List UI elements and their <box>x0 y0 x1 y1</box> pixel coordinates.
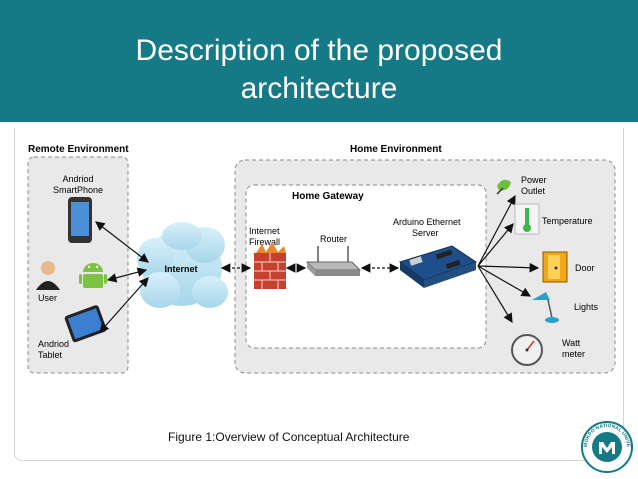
power-outlet-node: Power Outlet <box>496 175 547 196</box>
home-environment-label: Home Environment <box>350 144 442 155</box>
temperature-arrow <box>477 223 514 267</box>
home-gateway-label: Home Gateway <box>292 191 364 202</box>
arduino-node: Arduino Ethernet Server <box>393 217 478 288</box>
watt-meter-label-2: meter <box>562 349 585 359</box>
lamp-icon <box>532 292 559 323</box>
firewall-node: Internet Firewall <box>249 226 286 289</box>
power-outlet-label-2: Outlet <box>521 186 546 196</box>
remote-environment-label: Remote Environment <box>28 144 129 155</box>
smartphone-arrow <box>95 221 149 263</box>
temperature-label: Temperature <box>542 216 593 226</box>
smartphone-node: Andriod SmartPhone <box>53 174 103 243</box>
tablet-arrow <box>99 277 149 333</box>
firewall-label-2: Firewall <box>249 237 280 247</box>
lights-label: Lights <box>574 302 599 312</box>
tablet-label-1: Andriod <box>38 339 69 349</box>
door-node: Door <box>542 251 595 283</box>
arduino-board-icon <box>398 245 478 288</box>
door-label: Door <box>575 263 595 273</box>
power-outlet-arrow <box>477 194 516 267</box>
content-frame <box>14 128 624 461</box>
watt-meter-arrow <box>477 265 513 324</box>
router-node: Router <box>305 234 362 276</box>
router-label: Router <box>320 234 347 244</box>
remote-connection-arrows <box>95 221 149 333</box>
internet-label: Internet <box>164 264 197 274</box>
power-outlet-label-1: Power <box>521 175 547 185</box>
device-connection-arrows <box>477 194 540 324</box>
watt-meter-label-1: Watt <box>562 338 581 348</box>
university-logo: MOKPO NATIONAL UNIVERSITY <box>580 420 633 473</box>
temperature-node: Temperature <box>514 203 593 235</box>
watt-meter-node: Watt meter <box>511 334 585 366</box>
door-icon <box>542 251 568 283</box>
power-plug-icon <box>496 179 511 195</box>
smartphone-label-2: SmartPhone <box>53 185 103 195</box>
cloud-icon <box>137 222 228 308</box>
smartphone-label-1: Andriod <box>62 174 93 184</box>
android-robot-icon <box>79 263 107 288</box>
user-label: User <box>38 293 57 303</box>
tablet-label-2: Tablet <box>38 350 63 360</box>
router-icon <box>305 246 362 276</box>
user-icon <box>41 261 55 275</box>
tablet-node: Andriod Tablet <box>38 305 107 360</box>
door-arrow <box>477 262 540 273</box>
gauge-icon <box>511 334 543 366</box>
title-bar: Description of the proposed architecture <box>0 0 638 122</box>
firewall-icon <box>254 242 286 289</box>
arduino-label-1: Arduino Ethernet <box>393 217 461 227</box>
figure-caption: Figure 1:Overview of Conceptual Architec… <box>168 430 410 444</box>
lights-node: Lights <box>532 292 599 323</box>
thermometer-icon <box>514 203 540 235</box>
arduino-label-2: Server <box>412 228 439 238</box>
lights-arrow <box>477 265 532 297</box>
title-line-2: architecture <box>240 72 398 105</box>
user-node: User <box>36 261 107 303</box>
slide-title: Description of the proposed architecture <box>80 32 558 108</box>
internet-node: Internet <box>137 222 228 308</box>
tablet-icon <box>64 305 107 343</box>
firewall-label-1: Internet <box>249 226 280 236</box>
title-line-1: Description of the proposed <box>135 34 503 67</box>
